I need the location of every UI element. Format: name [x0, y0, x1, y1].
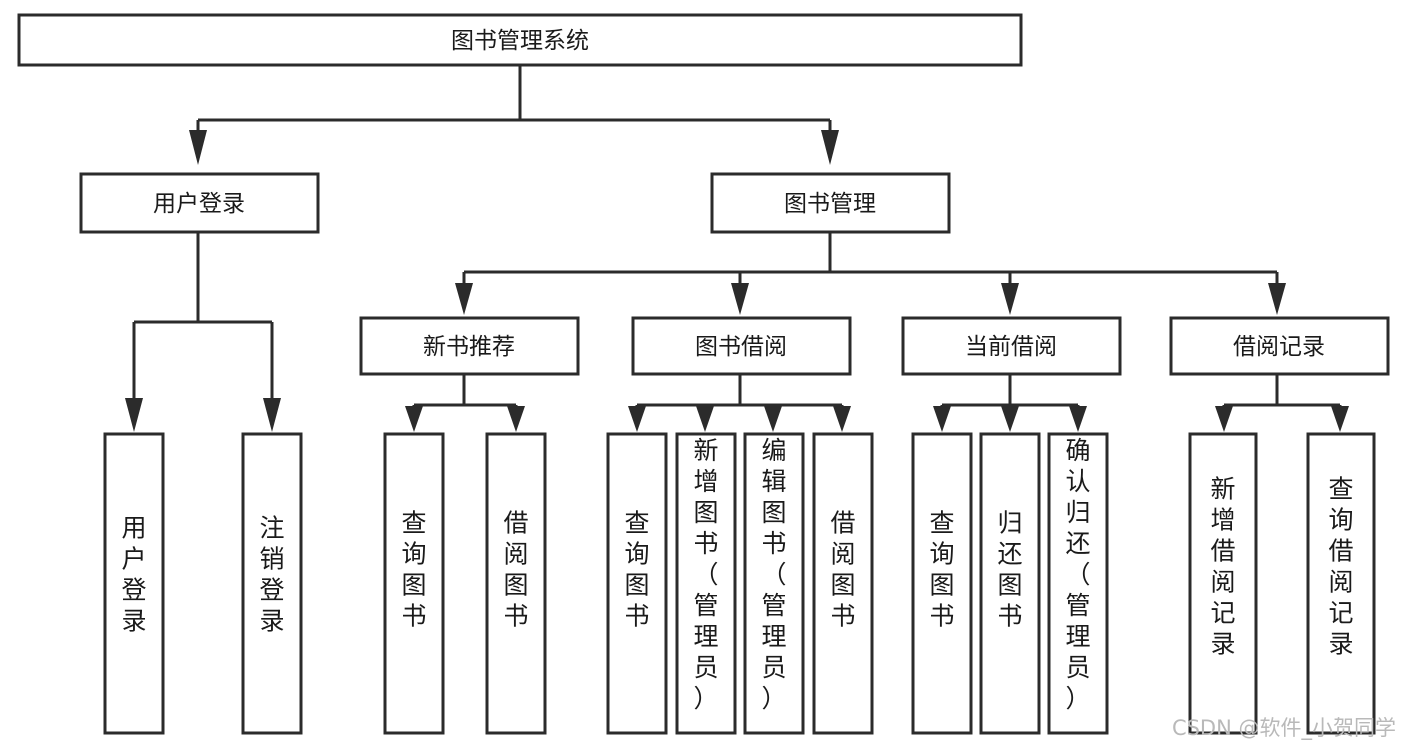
connector-group-borrow-record	[1215, 374, 1349, 432]
node-l2-book-borrow[interactable]: 图书借阅	[631, 316, 852, 376]
node-leaf-edit-book-label: 编辑图书（管理员）	[761, 436, 786, 713]
node-l2-book-borrow-box[interactable]	[631, 316, 852, 376]
arrow-head-query-book-1	[405, 406, 423, 432]
node-leaf-query-book-3[interactable]: 查询图书	[911, 432, 973, 735]
node-l1-book-manage-label: 图书管理	[784, 191, 876, 217]
node-l2-current-borrow-label: 当前借阅	[965, 334, 1057, 360]
node-l2-borrow-record[interactable]: 借阅记录	[1169, 316, 1390, 376]
connector-group-book-borrow	[628, 374, 851, 432]
node-leaf-query-book-2-box[interactable]	[606, 432, 668, 735]
node-l2-new-book-recommend-box[interactable]	[359, 316, 580, 376]
node-l1-book-manage-box[interactable]	[710, 172, 951, 234]
node-leaf-query-book-1-label: 查询图书	[401, 509, 426, 631]
node-leaf-query-book-2[interactable]: 查询图书	[606, 432, 668, 735]
node-leaf-query-record-label: 查询借阅记录	[1328, 475, 1353, 659]
node-leaf-return-book-box[interactable]	[979, 432, 1041, 735]
node-leaf-confirm-return-box[interactable]	[1047, 432, 1109, 735]
arrow-head-confirm-return	[1069, 406, 1087, 432]
node-leaf-borrow-book-1-label: 借阅图书	[503, 509, 528, 631]
node-leaf-add-record-box[interactable]	[1188, 432, 1258, 735]
node-l2-new-book-recommend-label: 新书推荐	[423, 334, 515, 360]
arrow-head-to-user-login	[189, 130, 207, 165]
node-leaf-borrow-book-2-box[interactable]	[812, 432, 874, 735]
connector-group-current-borrow	[933, 374, 1087, 432]
arrow-head-leaf-logout	[263, 398, 281, 432]
node-leaf-user-login-box[interactable]	[103, 432, 165, 735]
node-leaf-query-book-3-label: 查询图书	[929, 509, 954, 631]
node-leaf-borrow-book-1-box[interactable]	[485, 432, 547, 735]
arrow-head-current-borrow	[1001, 283, 1019, 315]
node-leaf-add-book-box[interactable]	[675, 432, 737, 735]
arrow-head-to-book-manage	[821, 130, 839, 165]
node-leaf-borrow-book-1[interactable]: 借阅图书	[485, 432, 547, 735]
node-root-label: 图书管理系统	[451, 28, 589, 54]
node-leaf-user-login[interactable]: 用户登录	[103, 432, 165, 735]
connector-group-new-book-recommend	[405, 374, 525, 432]
node-leaf-add-book-label: 新增图书（管理员）	[693, 436, 718, 713]
node-leaf-borrow-book-2-label: 借阅图书	[830, 509, 855, 631]
node-l1-user-login-label: 用户登录	[153, 191, 245, 217]
node-l2-book-borrow-label: 图书借阅	[695, 334, 787, 360]
connector-group-root	[189, 65, 839, 165]
node-leaf-query-book-3-box[interactable]	[911, 432, 973, 735]
node-leaf-query-book-1-box[interactable]	[383, 432, 445, 735]
connector-group-book-manage	[455, 232, 1286, 315]
node-leaf-logout-label: 注销登录	[259, 514, 284, 636]
arrow-head-book-borrow	[731, 283, 749, 315]
node-leaf-add-record-label: 新增借阅记录	[1210, 475, 1235, 659]
node-l1-user-login-box[interactable]	[79, 172, 320, 234]
csdn-watermark: CSDN @软件_小贺同学	[1172, 716, 1396, 741]
arrow-head-query-record	[1331, 406, 1349, 432]
node-leaf-query-book-2-label: 查询图书	[624, 509, 649, 631]
arrow-head-leaf-user-login	[125, 398, 143, 432]
node-leaf-query-book-1[interactable]: 查询图书	[383, 432, 445, 735]
node-l2-borrow-record-label: 借阅记录	[1233, 334, 1325, 360]
arrow-head-edit-book	[764, 406, 782, 432]
node-root[interactable]: 图书管理系统	[17, 13, 1023, 67]
node-l2-borrow-record-box[interactable]	[1169, 316, 1390, 376]
node-l1-book-manage[interactable]: 图书管理	[710, 172, 951, 234]
node-leaf-logout-box[interactable]	[241, 432, 303, 735]
arrow-head-query-book-2	[628, 406, 646, 432]
node-leaf-return-book-label: 归还图书	[997, 509, 1022, 631]
arrow-head-add-book	[696, 406, 714, 432]
connector-group-user-login	[125, 232, 281, 432]
node-l2-current-borrow[interactable]: 当前借阅	[901, 316, 1122, 376]
arrow-head-return-book	[1001, 406, 1019, 432]
node-leaf-query-record-box[interactable]	[1306, 432, 1376, 735]
node-l1-user-login[interactable]: 用户登录	[79, 172, 320, 234]
node-l2-current-borrow-box[interactable]	[901, 316, 1122, 376]
node-leaf-add-record[interactable]: 新增借阅记录	[1188, 432, 1258, 735]
arrow-head-add-record	[1215, 406, 1233, 432]
node-leaf-edit-book[interactable]: 编辑图书（管理员）	[743, 432, 805, 735]
arrow-head-borrow-record	[1268, 283, 1286, 315]
node-leaf-add-book[interactable]: 新增图书（管理员）	[675, 432, 737, 735]
node-leaf-confirm-return-label: 确认归还（管理员）	[1065, 436, 1090, 713]
node-leaf-borrow-book-2[interactable]: 借阅图书	[812, 432, 874, 735]
node-leaf-user-login-label: 用户登录	[121, 514, 146, 636]
arrow-head-new-book-recommend	[455, 283, 473, 315]
node-l2-new-book-recommend[interactable]: 新书推荐	[359, 316, 580, 376]
node-leaf-query-record[interactable]: 查询借阅记录	[1306, 432, 1376, 735]
node-leaf-return-book[interactable]: 归还图书	[979, 432, 1041, 735]
node-leaf-edit-book-box[interactable]	[743, 432, 805, 735]
arrow-head-borrow-book-2	[833, 406, 851, 432]
node-leaf-confirm-return[interactable]: 确认归还（管理员）	[1047, 432, 1109, 735]
node-leaf-logout[interactable]: 注销登录	[241, 432, 303, 735]
node-root-box[interactable]	[17, 13, 1023, 67]
arrow-head-query-book-3	[933, 406, 951, 432]
arrow-head-borrow-book-1	[507, 406, 525, 432]
